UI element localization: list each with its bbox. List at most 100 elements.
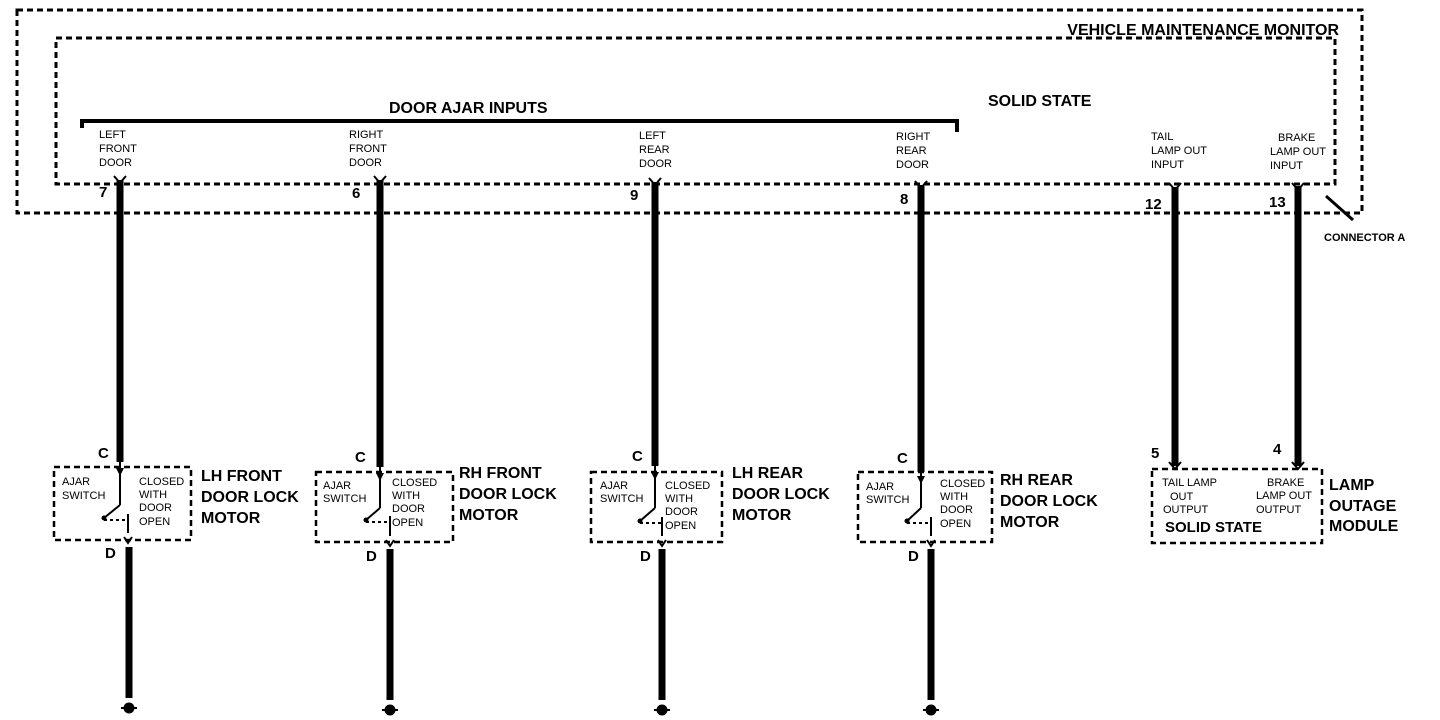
pin-6: 6 — [352, 185, 360, 202]
input-left-rear: LEFT REAR DOOR — [639, 130, 672, 170]
svg-text:OPEN: OPEN — [665, 520, 696, 532]
svg-text:DOOR: DOOR — [940, 504, 973, 516]
module-outer-box — [15, 8, 1364, 215]
svg-text:FRONT: FRONT — [349, 143, 387, 155]
svg-text:TAIL: TAIL — [1151, 131, 1173, 143]
pin-8: 8 — [900, 191, 908, 208]
door-motor-rh-rear: C D AJAR SWITCH CLOSED WITH DOOR OPEN RH… — [856, 450, 1098, 565]
door-ajar-bracket — [80, 119, 959, 132]
pin-7: 7 — [99, 184, 107, 201]
door-motor-lh-front: C D AJAR SWITCH CLOSED WITH DOOR OPEN LH… — [52, 445, 299, 562]
door-motor-rh-front: C D AJAR SWITCH CLOSED WITH DOOR OPEN RH… — [314, 449, 557, 565]
pin-5: 5 — [1151, 445, 1159, 462]
svg-text:CLOSED: CLOSED — [940, 478, 985, 490]
pin-13: 13 — [1269, 194, 1286, 211]
svg-text:OUT: OUT — [1170, 491, 1194, 503]
svg-text:LAMP OUT: LAMP OUT — [1256, 490, 1312, 502]
input-tail-lamp: TAIL LAMP OUT INPUT — [1151, 131, 1207, 171]
motor-name-line-2: DOOR LOCK — [459, 486, 557, 503]
motor-name-line-1: LH REAR — [732, 465, 804, 482]
ground-terminal-icon — [654, 704, 670, 716]
pin-c: C — [632, 448, 643, 465]
svg-text:WITH: WITH — [665, 493, 693, 505]
motor-name-line-3: MOTOR — [1000, 514, 1060, 531]
lamp-outage-module: 5 4 TAIL LAMP OUT OUTPUT BRAKE LAMP OUT … — [1150, 441, 1399, 545]
terminal-icons — [121, 702, 939, 716]
motor-name-line-1: RH FRONT — [459, 465, 542, 482]
motor-name-line-3: MOTOR — [732, 507, 792, 524]
svg-text:CLOSED: CLOSED — [139, 476, 184, 488]
svg-text:OPEN: OPEN — [139, 516, 170, 528]
motor-name-line-2: DOOR LOCK — [1000, 493, 1098, 510]
svg-text:LAMP OUT: LAMP OUT — [1151, 145, 1207, 157]
pin-d: D — [908, 548, 919, 565]
svg-text:REAR: REAR — [896, 145, 927, 157]
svg-text:INPUT: INPUT — [1270, 160, 1303, 172]
svg-text:TAIL LAMP: TAIL LAMP — [1162, 477, 1217, 489]
svg-text:LEFT: LEFT — [99, 129, 126, 141]
lamp-module-name-line-1: LAMP — [1329, 477, 1375, 494]
svg-text:SWITCH: SWITCH — [866, 494, 909, 506]
svg-text:OPEN: OPEN — [940, 518, 971, 530]
input-right-front: RIGHT FRONT DOOR — [349, 129, 387, 169]
svg-text:FRONT: FRONT — [99, 143, 137, 155]
pin-9: 9 — [630, 187, 638, 204]
pin-c: C — [897, 450, 908, 467]
pin-d: D — [640, 548, 651, 565]
svg-text:SOLID STATE: SOLID STATE — [1165, 519, 1262, 536]
motor-name-line-2: DOOR LOCK — [201, 489, 299, 506]
svg-text:DOOR: DOOR — [896, 159, 929, 171]
pin-d: D — [366, 548, 377, 565]
svg-text:AJAR: AJAR — [323, 480, 351, 492]
svg-text:SWITCH: SWITCH — [323, 493, 366, 505]
ground-terminal-icon — [121, 702, 137, 714]
svg-text:DOOR: DOOR — [665, 506, 698, 518]
svg-text:WITH: WITH — [139, 489, 167, 501]
wires-upper — [116, 180, 1302, 472]
svg-text:INPUT: INPUT — [1151, 159, 1184, 171]
pin-d: D — [105, 545, 116, 562]
module-title: VEHICLE MAINTENANCE MONITOR — [1067, 22, 1339, 39]
svg-text:DOOR: DOOR — [639, 158, 672, 170]
svg-text:BRAKE: BRAKE — [1267, 477, 1304, 489]
motor-name-line-3: MOTOR — [201, 510, 261, 527]
svg-text:WITH: WITH — [392, 490, 420, 502]
svg-text:OUTPUT: OUTPUT — [1163, 504, 1209, 516]
svg-text:WITH: WITH — [940, 491, 968, 503]
pin-c: C — [355, 449, 366, 466]
svg-text:AJAR: AJAR — [62, 476, 90, 488]
connector-label: CONNECTOR A — [1324, 232, 1405, 244]
connector-pointer — [1325, 194, 1354, 222]
svg-text:OUTPUT: OUTPUT — [1256, 504, 1302, 516]
pin-4: 4 — [1273, 441, 1282, 458]
svg-text:DOOR: DOOR — [349, 157, 382, 169]
module-inner-box — [54, 36, 1337, 186]
door-motor-lh-rear: C D AJAR SWITCH CLOSED WITH DOOR OPEN LH… — [589, 448, 830, 565]
svg-text:SWITCH: SWITCH — [600, 493, 643, 505]
module-solid-state: SOLID STATE — [988, 93, 1092, 110]
motor-name-line-2: DOOR LOCK — [732, 486, 830, 503]
svg-text:BRAKE: BRAKE — [1278, 132, 1315, 144]
motor-name-line-1: LH FRONT — [201, 468, 282, 485]
input-left-front: LEFT FRONT DOOR — [99, 129, 137, 169]
svg-text:DOOR: DOOR — [392, 503, 425, 515]
svg-text:OPEN: OPEN — [392, 517, 423, 529]
door-ajar-label: DOOR AJAR INPUTS — [389, 100, 548, 117]
ground-terminal-icon — [923, 704, 939, 716]
svg-text:RIGHT: RIGHT — [349, 129, 384, 141]
input-brake-lamp: BRAKE LAMP OUT INPUT — [1270, 132, 1326, 172]
motor-name-line-3: MOTOR — [459, 507, 519, 524]
svg-text:DOOR: DOOR — [99, 157, 132, 169]
svg-text:LEFT: LEFT — [639, 130, 666, 142]
lamp-module-name-line-2: OUTAGE — [1329, 498, 1397, 515]
pin-12: 12 — [1145, 196, 1162, 213]
svg-text:LAMP OUT: LAMP OUT — [1270, 146, 1326, 158]
ground-terminal-icon — [382, 704, 398, 716]
svg-text:AJAR: AJAR — [600, 480, 628, 492]
svg-text:REAR: REAR — [639, 144, 670, 156]
module-connector-marks — [113, 175, 1305, 192]
svg-text:SWITCH: SWITCH — [62, 490, 105, 502]
svg-text:RIGHT: RIGHT — [896, 131, 931, 143]
lamp-module-name-line-3: MODULE — [1329, 518, 1399, 535]
